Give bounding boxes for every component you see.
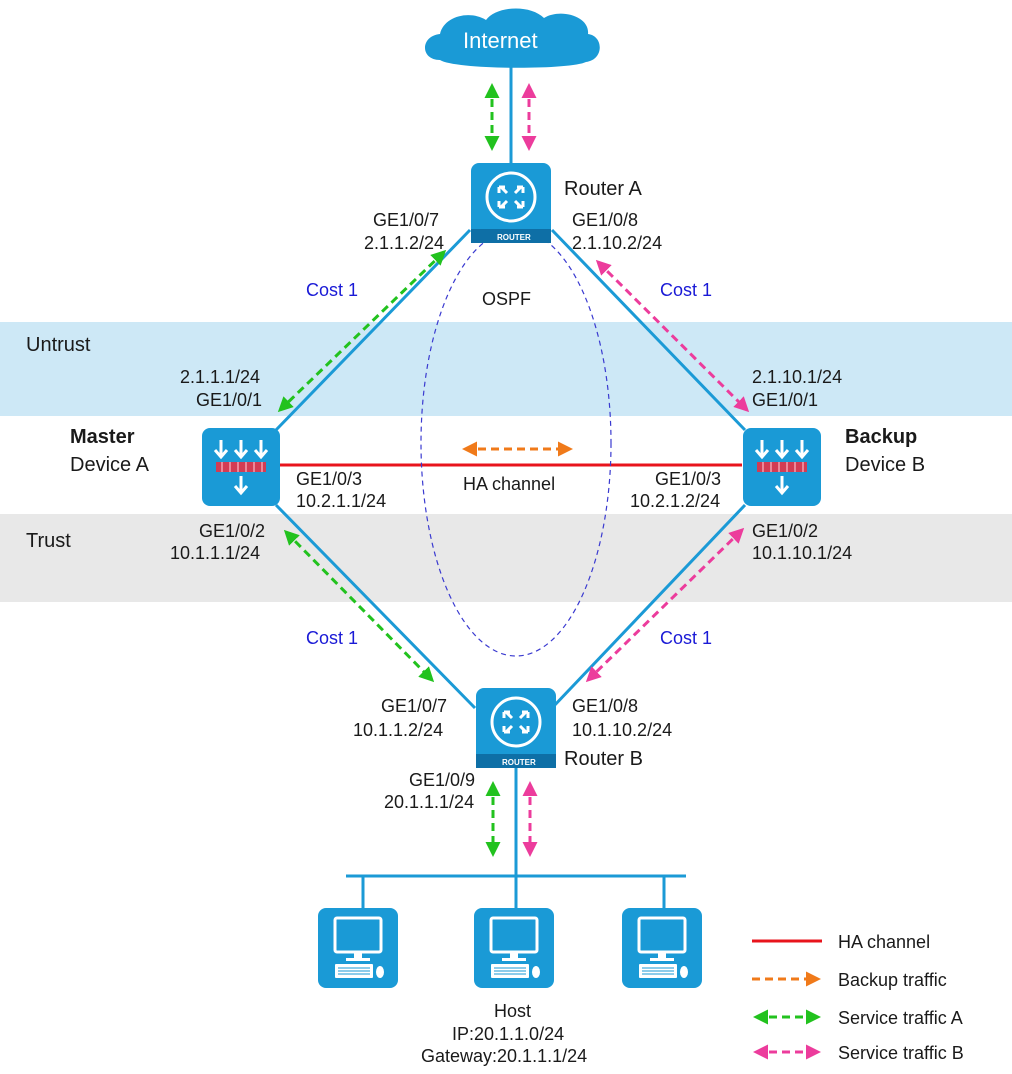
legend-ha-channel-label: HA channel [838,932,930,952]
service-a-arrow-router-a-device-a [277,249,447,413]
device-b-down-interface: GE1/0/2 [752,521,818,541]
trust-zone-band [0,514,1012,602]
cost-label-bottom-left: Cost 1 [306,628,358,648]
host-pc-center-icon [472,906,556,990]
device-b-ha-interface: GE1/0/3 [655,469,721,489]
router-b-icon [474,686,558,770]
host-gateway: Gateway:20.1.1.1/24 [421,1046,587,1066]
internet-cloud-icon [425,8,600,68]
router-a-right-ip: 2.1.10.2/24 [572,233,662,253]
host-pc-left-icon [316,906,400,990]
device-a-firewall-icon [200,426,282,508]
router-a-icon [469,161,553,245]
router-b-down-ip: 20.1.1.1/24 [384,792,474,812]
router-b-left-ip: 10.1.1.2/24 [353,720,443,740]
router-a-badge: ROUTER [497,233,531,242]
legend-service-b-label: Service traffic B [838,1043,964,1063]
legend: HA channel Backup traffic Service traffi… [752,932,964,1063]
device-a-role: Master [70,426,135,448]
service-a-arrow-device-a-router-b [283,529,435,683]
ospf-area-ellipse [420,229,612,657]
trust-zone-label: Trust [26,530,71,552]
device-b-role: Backup [845,426,917,448]
untrust-zone-band [0,322,1012,416]
router-b-right-ip: 10.1.10.2/24 [572,720,672,740]
router-a-right-interface: GE1/0/8 [572,210,638,230]
untrust-zone-label: Untrust [26,334,91,356]
device-a-up-ip: 2.1.1.1/24 [180,367,260,387]
router-b-badge: ROUTER [502,758,536,767]
router-a-name: Router A [564,178,642,200]
internet-label: Internet [463,28,538,53]
device-b-ha-ip: 10.2.1.2/24 [630,491,720,511]
device-a-ha-interface: GE1/0/3 [296,469,362,489]
device-a-name: Device A [70,454,150,476]
service-b-arrow-router-a-device-b [595,259,750,413]
cost-label-top-left: Cost 1 [306,280,358,300]
router-b-down-interface: GE1/0/9 [409,770,475,790]
device-b-firewall-icon [741,426,823,508]
router-b-right-interface: GE1/0/8 [572,696,638,716]
device-b-down-ip: 10.1.10.1/24 [752,543,852,563]
service-b-arrow-device-b-router-b [585,527,745,683]
device-b-up-interface: GE1/0/1 [752,390,818,410]
router-a-left-interface: GE1/0/7 [373,210,439,230]
device-a-down-ip: 10.1.1.1/24 [170,543,260,563]
cost-label-bottom-right: Cost 1 [660,628,712,648]
host-ip: IP:20.1.1.0/24 [452,1024,564,1044]
host-name: Host [494,1001,531,1021]
device-b-name: Device B [845,454,925,476]
host-pc-right-icon [620,906,704,990]
device-a-ha-ip: 10.2.1.1/24 [296,491,386,511]
legend-service-a-label: Service traffic A [838,1008,963,1028]
router-a-left-ip: 2.1.1.2/24 [364,233,444,253]
ospf-label: OSPF [482,289,531,309]
device-a-up-interface: GE1/0/1 [196,390,262,410]
device-b-up-ip: 2.1.10.1/24 [752,367,842,387]
router-b-name: Router B [564,748,643,770]
router-b-left-interface: GE1/0/7 [381,696,447,716]
device-a-down-interface: GE1/0/2 [199,521,265,541]
ha-channel-label: HA channel [463,474,555,494]
cost-label-top-right: Cost 1 [660,280,712,300]
legend-backup-traffic-label: Backup traffic [838,970,947,990]
